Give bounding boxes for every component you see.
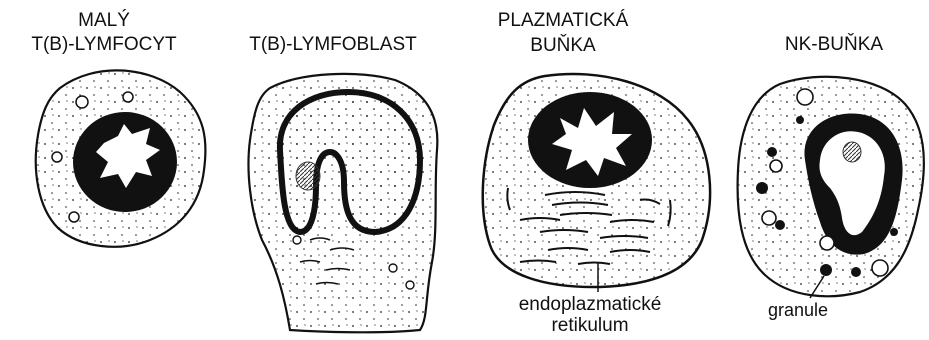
title-small-lymphocyte-line1: MALÝ (78, 10, 130, 31)
label-endoplasmic-reticulum-line2: retikulum (551, 315, 628, 336)
title-small-lymphocyte-line2: T(B)-LYMFOCYT (31, 34, 177, 55)
nucleus (280, 92, 420, 232)
label-granule: granule (768, 300, 828, 320)
nucleolus (296, 162, 320, 190)
lymphoblast-cell (249, 74, 438, 332)
title-plasma-cell-line2: BUŇKA (530, 34, 596, 56)
label-endoplasmic-reticulum-line1: endoplazmatické (519, 294, 662, 315)
nk-cell (738, 77, 924, 298)
small-lymphocyte-cell (36, 70, 206, 246)
title-nk-cell: NK-BUŇKA (785, 33, 884, 55)
title-plasma-cell-line1: PLAZMATICKÁ (498, 10, 629, 31)
plasma-cell (483, 74, 710, 292)
nucleolus (843, 142, 861, 162)
title-lymphoblast: T(B)-LYMFOBLAST (249, 34, 417, 55)
